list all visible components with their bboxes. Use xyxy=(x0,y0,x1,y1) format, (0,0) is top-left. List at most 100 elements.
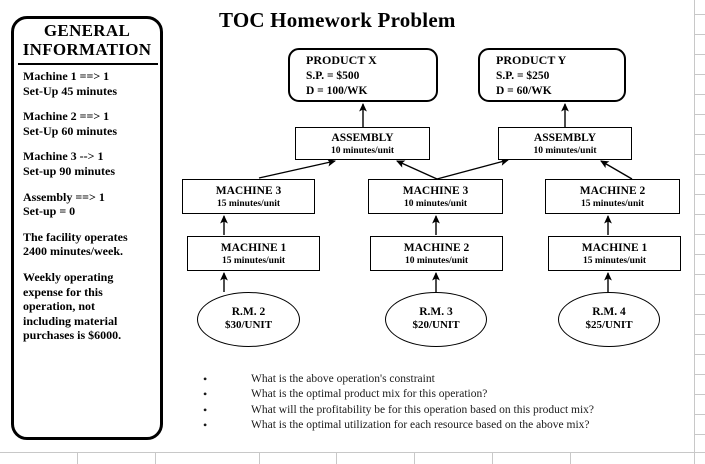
gridline-horizontal xyxy=(694,134,705,135)
gridline-vertical xyxy=(414,452,415,464)
info-block-assembly: Assembly ==> 1 Set-up = 0 xyxy=(23,190,163,219)
general-information-title: GENERAL INFORMATION xyxy=(14,21,160,59)
machine-2-right-title: MACHINE 2 xyxy=(579,185,646,197)
gridline-horizontal xyxy=(694,314,705,315)
arrow-machine2right-to-assemblyy xyxy=(600,160,633,180)
question-item: • What is the above operation's constrai… xyxy=(203,372,683,387)
gridline-vertical xyxy=(570,452,571,464)
gridline-horizontal xyxy=(694,354,705,355)
assembly-y-rate: 10 minutes/unit xyxy=(533,146,597,156)
gridline-horizontal xyxy=(694,194,705,195)
questions-list: • What is the above operation's constrai… xyxy=(203,372,683,433)
gridline-vertical xyxy=(694,0,695,464)
info-line: Set-up 90 minutes xyxy=(23,163,116,178)
rm-3-cost: $20/UNIT xyxy=(412,319,460,331)
info-line: Machine 2 ==> 1 xyxy=(23,109,110,124)
machine-3-left-rate: 15 minutes/unit xyxy=(216,199,281,209)
question-text: What is the above operation's constraint xyxy=(251,373,435,385)
node-product-y[interactable]: PRODUCT Y S.P. = $250 D = 60/WK xyxy=(478,48,626,102)
node-raw-material-4[interactable]: R.M. 4 $25/UNIT xyxy=(558,292,660,347)
info-line: Set-Up 45 minutes xyxy=(23,83,118,98)
gridline-horizontal xyxy=(694,234,705,235)
node-product-x[interactable]: PRODUCT X S.P. = $500 D = 100/WK xyxy=(288,48,438,102)
info-block-machine-2: Machine 2 ==> 1 Set-Up 60 minutes xyxy=(23,109,163,138)
info-line: Machine 3 --> 1 xyxy=(23,149,104,164)
bullet-icon: • xyxy=(203,372,208,386)
gridline-horizontal xyxy=(694,334,705,335)
question-text: What will the profitability be for this … xyxy=(251,403,595,416)
node-machine-3-left[interactable]: MACHINE 3 15 minutes/unit xyxy=(182,179,315,214)
gridline-horizontal xyxy=(694,394,705,395)
machine-2-mid-title: MACHINE 2 xyxy=(403,242,470,254)
question-text: What is the optimal product mix for this… xyxy=(251,388,488,401)
product-x-sale-price: S.P. = $500 xyxy=(306,69,360,82)
product-x-title: PRODUCT X xyxy=(306,53,377,67)
gridline-horizontal xyxy=(694,414,705,415)
machine-2-right-rate: 15 minutes/unit xyxy=(580,199,645,209)
bullet-icon: • xyxy=(203,387,208,402)
info-line: Set-Up 60 minutes xyxy=(23,123,118,138)
arrow-machine3mid-to-assemblyx xyxy=(396,160,438,180)
info-line: purchases is $6000. xyxy=(23,328,122,343)
gridline-vertical xyxy=(336,452,337,464)
info-line: operation, not xyxy=(23,299,95,314)
machine-1-left-title: MACHINE 1 xyxy=(220,242,287,254)
machine-3-mid-title: MACHINE 3 xyxy=(402,185,469,197)
product-y-demand: D = 60/WK xyxy=(496,85,552,97)
page-title: TOC Homework Problem xyxy=(219,8,456,32)
node-machine-1-left[interactable]: MACHINE 1 15 minutes/unit xyxy=(187,236,320,271)
node-assembly-x[interactable]: ASSEMBLY 10 minutes/unit xyxy=(295,127,430,160)
product-y-title: PRODUCT Y xyxy=(496,53,567,67)
gridline-vertical xyxy=(259,452,260,464)
gridline-horizontal xyxy=(694,174,705,175)
rm-3-title: R.M. 3 xyxy=(419,306,453,318)
node-assembly-y[interactable]: ASSEMBLY 10 minutes/unit xyxy=(498,127,632,160)
gridline-horizontal xyxy=(694,294,705,295)
general-information-body: Machine 1 ==> 1 Set-Up 45 minutes Machin… xyxy=(23,69,163,343)
gridline-horizontal xyxy=(694,154,705,155)
node-machine-1-right[interactable]: MACHINE 1 15 minutes/unit xyxy=(548,236,681,271)
assembly-x-rate: 10 minutes/unit xyxy=(330,146,395,156)
info-line: Set-up = 0 xyxy=(23,204,76,219)
question-item: • What is the optimal product mix for th… xyxy=(203,387,683,402)
product-x-demand: D = 100/WK xyxy=(306,85,368,97)
info-block-facility-hours: The facility operates 2400 minutes/week. xyxy=(23,230,163,259)
gridline-horizontal xyxy=(694,214,705,215)
rm-2-cost: $30/UNIT xyxy=(224,319,273,331)
node-machine-2-mid[interactable]: MACHINE 2 10 minutes/unit xyxy=(370,236,503,271)
question-item: • What is the optimal utilization for ea… xyxy=(203,418,683,433)
info-line: Assembly ==> 1 xyxy=(23,189,105,204)
arrow-machine3left-to-assemblyx xyxy=(258,158,336,179)
info-line: Machine 1 ==> 1 xyxy=(23,69,110,83)
gridline-vertical xyxy=(77,452,78,464)
gridline-horizontal xyxy=(694,34,705,35)
gridline-horizontal xyxy=(694,74,705,75)
info-line: Weekly operating xyxy=(23,269,114,284)
gridline-horizontal xyxy=(694,94,705,95)
info-block-operating-expense: Weekly operating expense for this operat… xyxy=(23,270,163,343)
node-raw-material-3[interactable]: R.M. 3 $20/UNIT xyxy=(385,292,487,347)
bullet-icon: • xyxy=(203,402,208,417)
info-line: expense for this xyxy=(23,284,103,299)
info-line: The facility operates xyxy=(23,229,128,244)
assembly-y-title: ASSEMBLY xyxy=(533,132,597,144)
node-raw-material-2[interactable]: R.M. 2 $30/UNIT xyxy=(197,292,300,347)
rm-4-cost: $25/UNIT xyxy=(585,319,633,331)
arrow-machine3mid-to-assemblyy xyxy=(436,158,509,180)
machine-1-right-title: MACHINE 1 xyxy=(581,242,648,254)
gridline-horizontal xyxy=(694,274,705,275)
gridline-horizontal xyxy=(694,54,705,55)
gridline-horizontal xyxy=(694,434,705,435)
machine-1-right-rate: 15 minutes/unit xyxy=(582,256,647,266)
rm-2-title: R.M. 2 xyxy=(231,306,266,318)
info-block-machine-3: Machine 3 --> 1 Set-up 90 minutes xyxy=(23,149,163,178)
machine-3-left-title: MACHINE 3 xyxy=(215,185,282,197)
gridline-horizontal xyxy=(694,374,705,375)
general-information-title-line2: INFORMATION xyxy=(22,40,152,59)
machine-1-left-rate: 15 minutes/unit xyxy=(221,256,286,266)
general-information-title-line1: GENERAL xyxy=(43,21,131,40)
gridline-horizontal xyxy=(0,452,705,453)
node-machine-2-right[interactable]: MACHINE 2 15 minutes/unit xyxy=(545,179,680,214)
node-machine-3-mid[interactable]: MACHINE 3 10 minutes/unit xyxy=(368,179,503,214)
